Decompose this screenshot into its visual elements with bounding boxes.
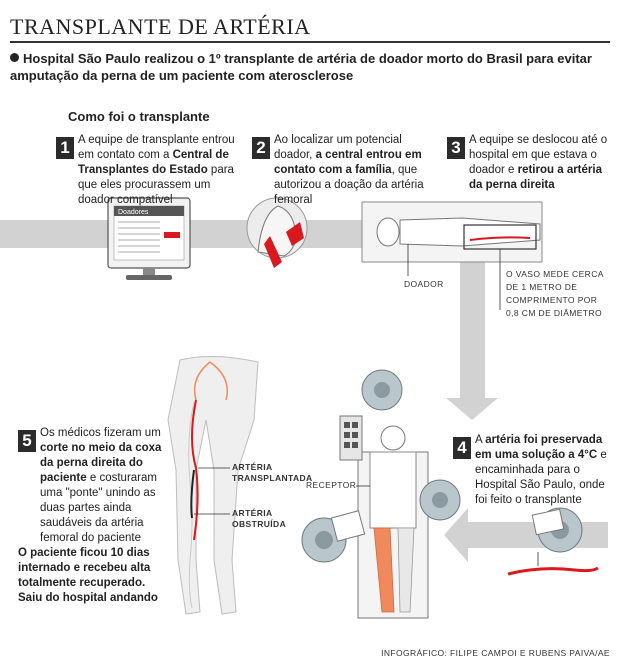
instrument-tray (330, 510, 366, 542)
obstructed-artery-label: ARTÉRIA OBSTRUÍDA (232, 508, 287, 529)
step-number-4: 4 (453, 437, 471, 459)
monitor-equipment (339, 415, 363, 461)
surgeon-left-head (315, 531, 333, 549)
title-rule (10, 41, 610, 43)
monitor-label: Doadores (118, 209, 149, 216)
phone-cord (264, 236, 282, 268)
donor-label: DOADOR (404, 279, 444, 289)
transport-illustration (507, 507, 599, 576)
arrow-down-icon (446, 398, 498, 420)
donor-bed-illustration (361, 201, 543, 310)
monitor-header-bar (114, 206, 184, 216)
arrow-left-icon (444, 508, 468, 562)
step-text-4: A artéria foi preservada em uma solução … (475, 434, 607, 506)
lead-text: Hospital São Paulo realizou o 1º transpl… (10, 51, 592, 83)
flow-band-down (460, 248, 485, 398)
surgeon-top-head (374, 382, 390, 398)
patient-right-leg (373, 527, 395, 613)
phone-handset-icon (286, 222, 304, 246)
pelvic-vessels (193, 361, 228, 401)
cooler-box (531, 508, 565, 536)
step-number-1: 1 (56, 137, 74, 159)
step-text-1: A equipe de transplante entrou em contat… (78, 134, 235, 206)
outcome-text: O paciente ficou 10 dias internado e rec… (18, 547, 158, 604)
surgeon-right-head (432, 492, 448, 508)
step-text-2: Ao localizar um potencial doador, a cent… (274, 134, 424, 206)
preserved-artery (507, 566, 599, 576)
vessel-note: O VASO MEDE CERCA DE 1 METRO DE COMPRIME… (506, 269, 604, 318)
credit-line: INFOGRÁFICO: FILIPE CAMPOI E RUBENS PAIV… (381, 648, 610, 658)
monitor-base (126, 275, 172, 280)
patient-head (380, 425, 406, 451)
page-title: TRANSPLANTE DE ARTÉRIA (10, 14, 311, 39)
donor-body (399, 217, 541, 247)
patient-left-leg (397, 527, 415, 613)
step-number-2: 2 (252, 137, 270, 159)
step-number-5: 5 (18, 430, 36, 452)
monitor-neck (143, 268, 155, 275)
step-text-3: A equipe se deslocou até o hospital em q… (469, 134, 608, 191)
step-number-3: 3 (447, 137, 465, 159)
equipment-buttons (344, 422, 358, 448)
receptor-label: RECEPTOR (306, 480, 357, 490)
transplanted-artery-label: ARTÉRIA TRANSPLANTADA (232, 462, 313, 483)
monitor-rows (118, 221, 160, 253)
phone-call-illustration (246, 197, 308, 268)
operating-room-illustration (301, 369, 461, 619)
donor-artery (469, 236, 531, 241)
section-subtitle: Como foi o transplante (68, 109, 210, 124)
transplanted-artery (191, 399, 199, 541)
monitor-highlight (164, 232, 180, 238)
monitor-illustration (107, 197, 191, 280)
leg-anatomy-illustration (167, 355, 259, 615)
patient-sheet (369, 451, 417, 529)
donor-head (376, 217, 400, 247)
bullet-icon (10, 53, 19, 62)
step-text-5: Os médicos fizeram um corte no meio da c… (40, 427, 162, 544)
legs-outline (167, 355, 259, 615)
obstructed-artery (190, 469, 195, 519)
